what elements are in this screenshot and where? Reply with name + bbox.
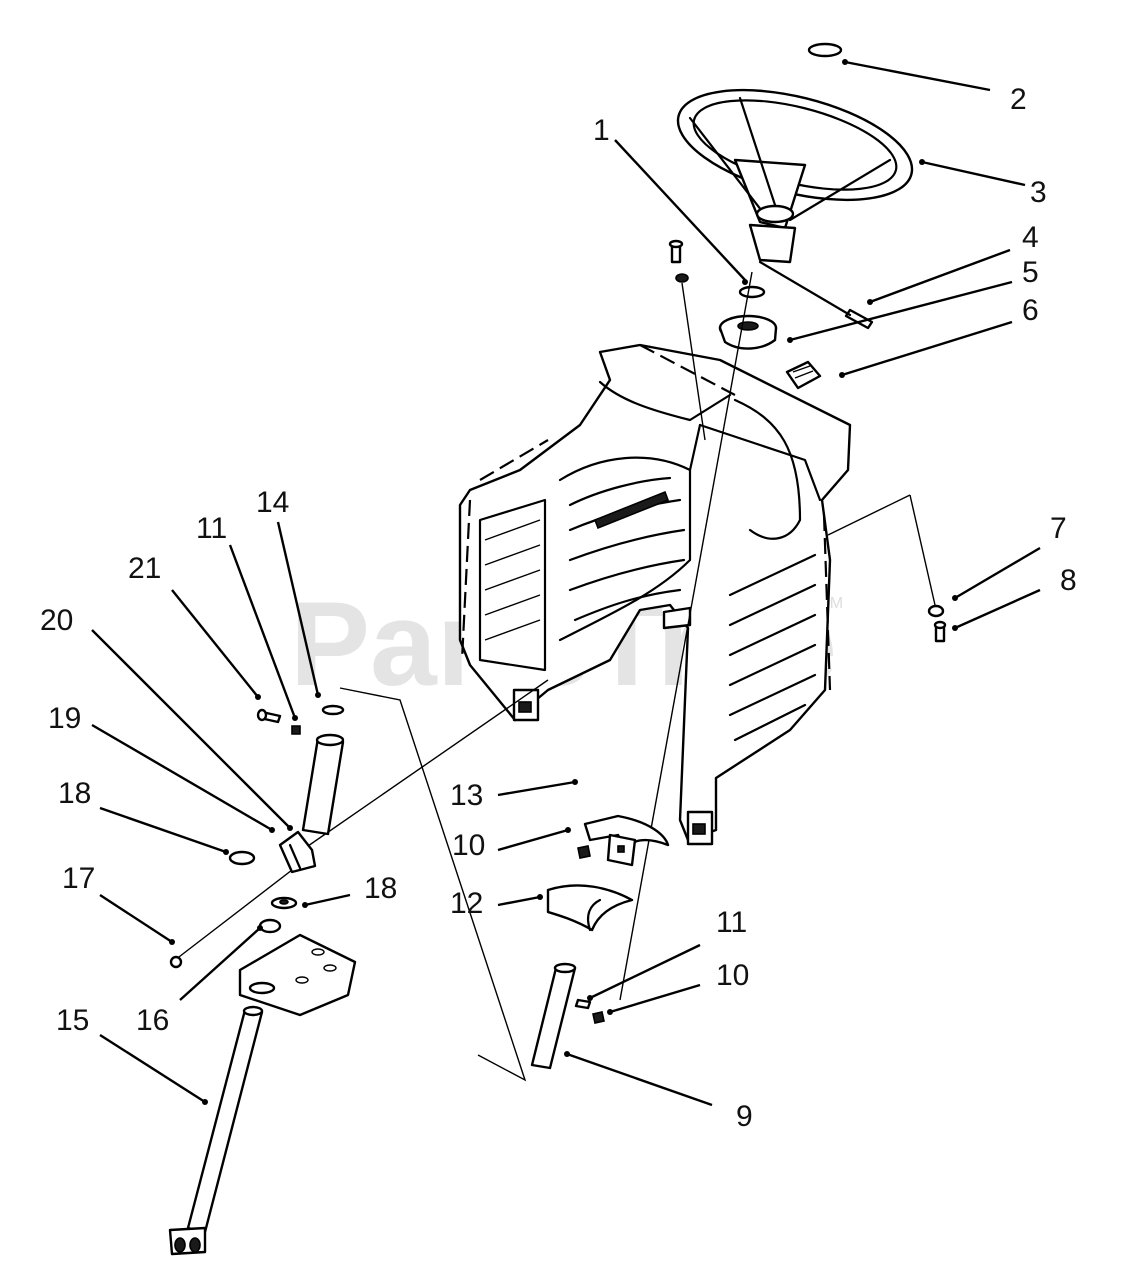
callout-11b: 11 [716, 906, 747, 939]
washer-1[interactable] [738, 285, 766, 299]
callout-14: 14 [256, 486, 289, 519]
top-screw[interactable] [668, 239, 689, 283]
screw-21[interactable] [256, 708, 282, 724]
shroud-12[interactable] [546, 884, 634, 932]
callout-3: 3 [1030, 176, 1047, 209]
washer-7[interactable] [927, 604, 945, 618]
callout-9: 9 [736, 1100, 753, 1133]
tube-20[interactable] [301, 733, 345, 836]
nut-11a[interactable] [291, 725, 301, 735]
cap[interactable] [807, 42, 843, 58]
screw-17[interactable] [169, 955, 183, 969]
callout-4: 4 [1022, 221, 1039, 254]
callout-5: 5 [1022, 256, 1039, 289]
callout-11a: 11 [196, 512, 227, 545]
callout-18b: 18 [364, 872, 397, 905]
bushing-16[interactable] [258, 918, 282, 934]
pivot-bracket[interactable] [278, 830, 317, 874]
callout-19: 19 [48, 702, 81, 735]
callout-16: 16 [136, 1004, 169, 1037]
callout-18a: 18 [58, 777, 91, 810]
nut-10a[interactable] [577, 845, 591, 859]
left-louvers [478, 498, 547, 672]
callout-20: 20 [40, 604, 73, 637]
right-slots [728, 553, 817, 742]
bolt-8[interactable] [933, 620, 947, 643]
callout-13: 13 [450, 779, 483, 812]
callout-17: 17 [62, 862, 95, 895]
callout-7: 7 [1050, 512, 1067, 545]
callout-21: 21 [128, 552, 161, 585]
callout-8: 8 [1060, 564, 1077, 597]
upper-shaft[interactable] [530, 962, 577, 1070]
washer-14[interactable] [321, 704, 345, 716]
center-slots [568, 476, 686, 622]
callout-6: 6 [1022, 294, 1039, 327]
callout-2: 2 [1010, 83, 1027, 116]
callout-15: 15 [56, 1004, 89, 1037]
steering-wheel[interactable] [667, 69, 923, 264]
callouts: 1 2 3 4 5 6 7 8 9 10 10 11 11 [40, 59, 1077, 1133]
nut-10b[interactable] [592, 1011, 605, 1024]
bushing[interactable] [718, 314, 778, 350]
switch[interactable] [785, 360, 822, 390]
callout-1: 1 [593, 114, 610, 147]
screw-11b[interactable] [574, 998, 592, 1010]
callout-12: 12 [450, 887, 483, 920]
mounting-plate[interactable] [238, 933, 357, 1017]
lower-shaft[interactable] [168, 1005, 264, 1256]
callout-10b: 10 [716, 959, 749, 992]
callout-10a: 10 [452, 829, 485, 862]
dash-panel[interactable] [458, 343, 852, 846]
bracket-13[interactable] [583, 814, 670, 867]
washer-18a[interactable] [228, 850, 256, 866]
